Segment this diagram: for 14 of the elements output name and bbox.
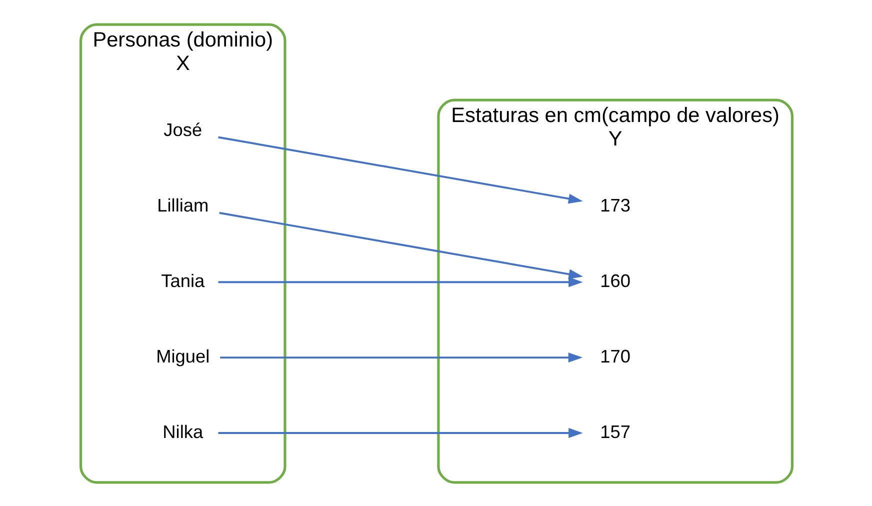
arrow	[218, 276, 582, 287]
node-text: Lilliam	[156, 194, 208, 215]
arrow	[218, 211, 583, 279]
arrow	[220, 352, 582, 362]
node-text: 157	[600, 421, 630, 442]
arrow	[218, 136, 582, 204]
node-text: Nilka	[162, 421, 203, 442]
node-text: Tania	[160, 270, 204, 290]
node-text: 160	[600, 270, 630, 290]
node-text: José	[163, 120, 202, 140]
node-text: 173	[600, 194, 630, 215]
node-text: Miguel	[156, 346, 210, 366]
node-text: 170	[600, 346, 630, 366]
arrow	[218, 427, 582, 438]
